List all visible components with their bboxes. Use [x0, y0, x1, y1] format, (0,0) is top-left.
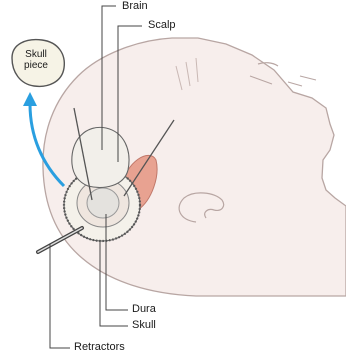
- label-skull-piece-line1: Skull: [14, 49, 58, 60]
- removal-arrowhead: [23, 92, 37, 106]
- brain-shell: [72, 127, 129, 187]
- label-skull-piece-line2: piece: [14, 60, 58, 71]
- leader-retractors: [50, 244, 70, 348]
- label-dura: Dura: [132, 303, 156, 316]
- label-skull: Skull: [132, 319, 156, 332]
- label-skull-piece: Skull piece: [14, 49, 58, 71]
- label-scalp: Scalp: [148, 19, 176, 32]
- label-brain: Brain: [122, 0, 148, 13]
- exposed-brain: [87, 188, 119, 218]
- label-retractors: Retractors: [74, 341, 125, 354]
